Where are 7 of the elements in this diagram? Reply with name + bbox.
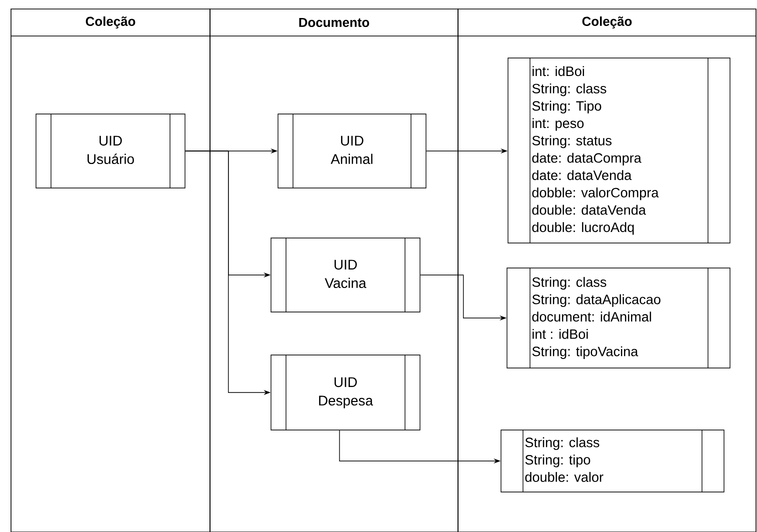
field-list-box: String: class String: dataAplicacao document: idAnimal int : idBoi String: tipoVacina — [506, 268, 730, 368]
entity-box: UID Vacina — [270, 238, 420, 312]
entity-box: UID Usuário — [36, 114, 186, 188]
entity-box: UID Despesa — [270, 354, 420, 430]
field-list-box: int: idBoi String: class String: Tipo int: peso String: status date: dataCompra date: dataVenda dobble: valorCompra double: dataVenda double: lucroAdq — [508, 58, 730, 244]
entity-box: UID Animal — [278, 114, 426, 188]
field-list-box: String: class String: tipo double: valor — [500, 430, 724, 492]
